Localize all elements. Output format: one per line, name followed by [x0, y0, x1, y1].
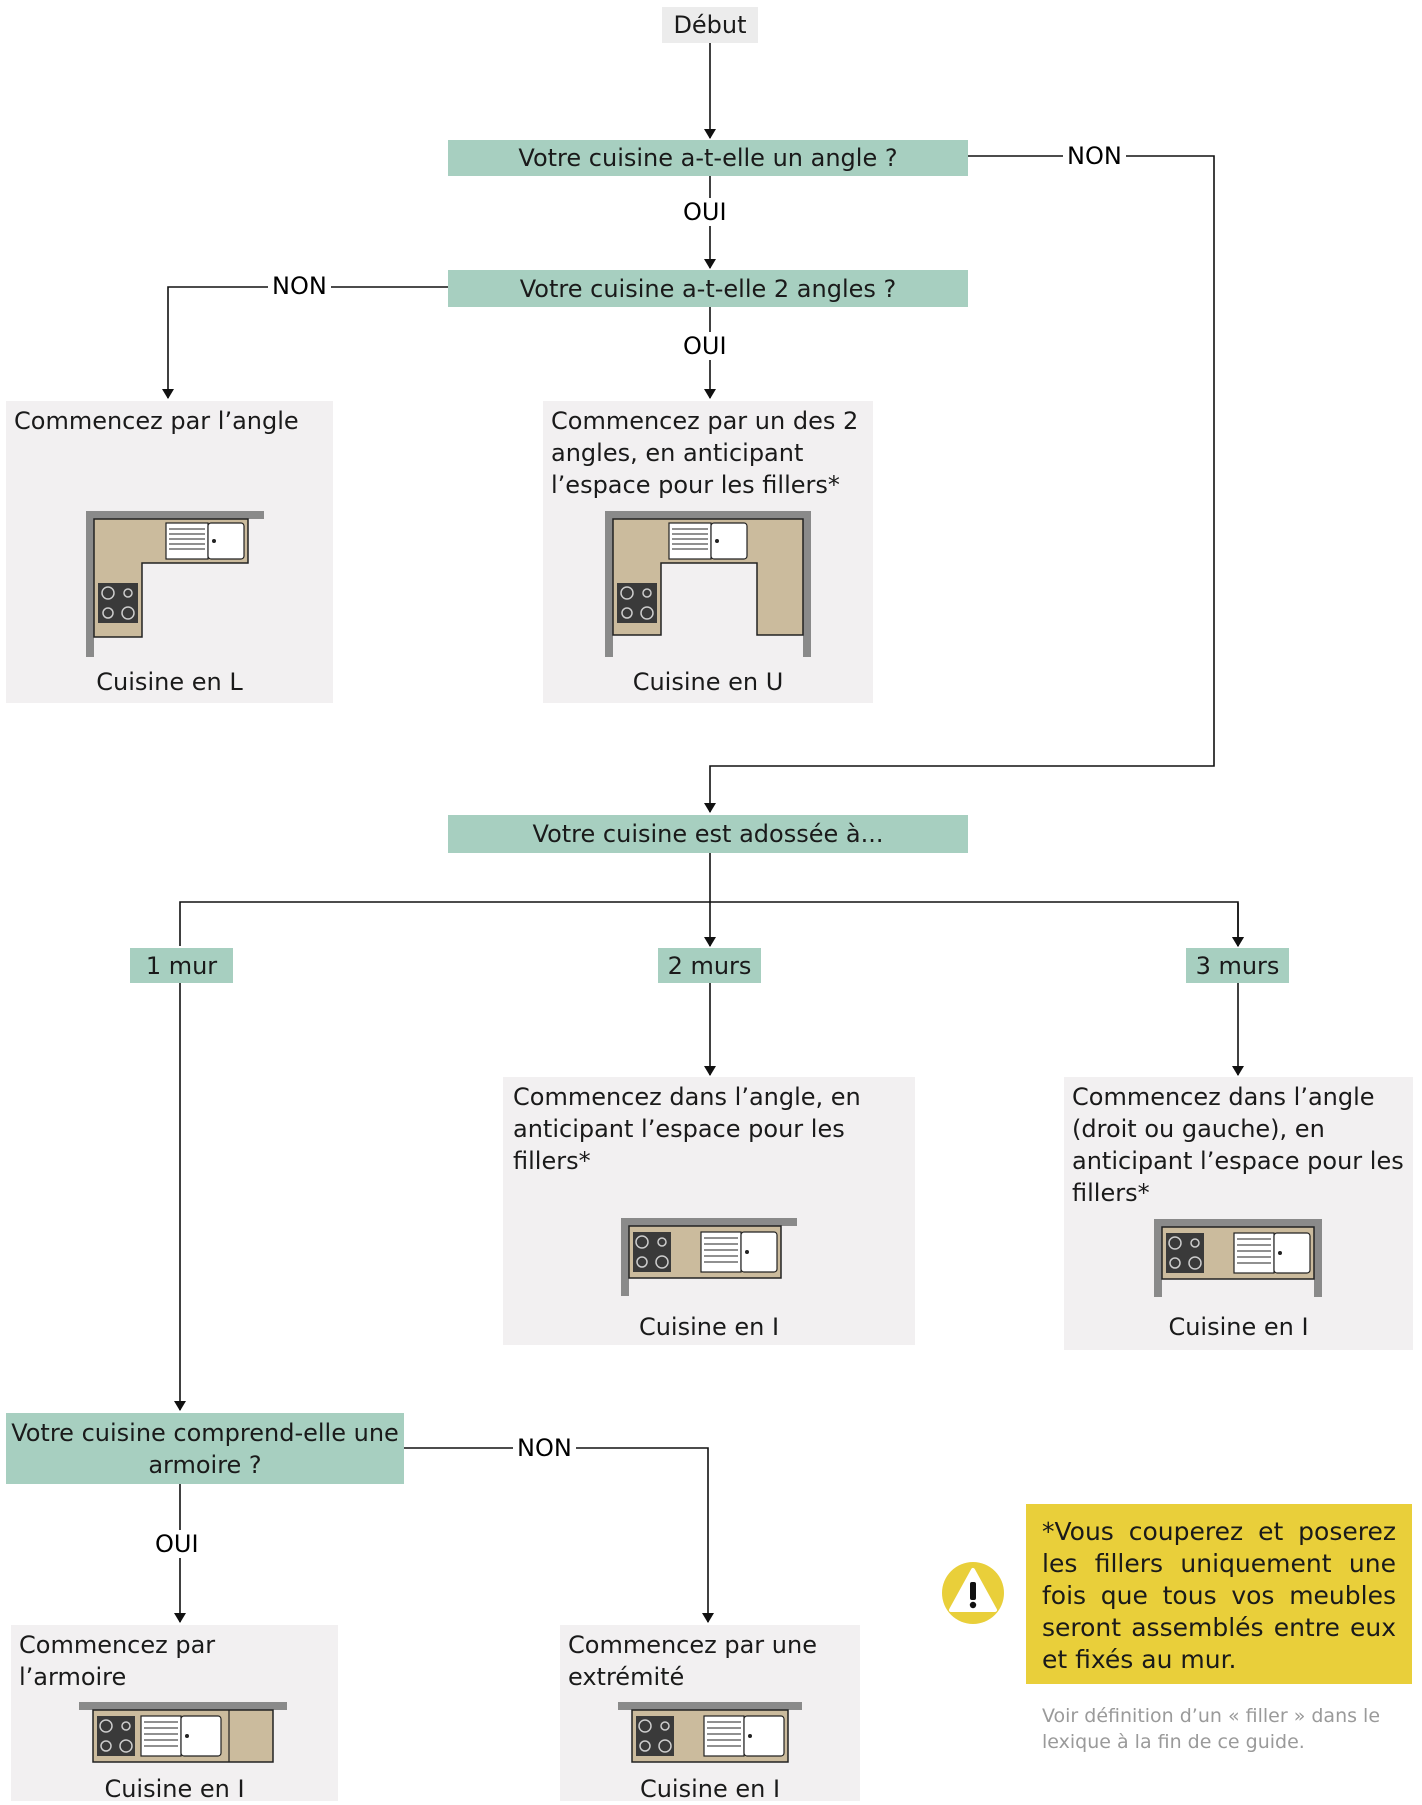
start-node: Début	[662, 7, 758, 43]
card-two-walls-text: Commencez dans l’angle, en anticipant l’…	[513, 1083, 861, 1175]
arrow-q3-branches	[179, 901, 1244, 947]
option-one-wall: 1 mur	[130, 948, 233, 983]
question-adossee: Votre cuisine est adossée à...	[448, 815, 968, 853]
label-no-q2: NON	[268, 272, 331, 300]
card-armoire-text: Commencez par l’armoire	[19, 1631, 216, 1691]
label-yes-q1: OUI	[679, 198, 731, 226]
card-two-angles-caption: Cuisine en U	[632, 668, 784, 696]
label-yes-q4: OUI	[151, 1530, 203, 1558]
kitchen-i-plan-extremite	[618, 1702, 802, 1763]
option-two-walls: 2 murs	[658, 948, 761, 983]
arrow-q4-no	[404, 1447, 714, 1623]
card-armoire: Commencez par l’armoire Cuisine en I	[11, 1625, 338, 1803]
question-one-angle: Votre cuisine a-t-elle un angle ?	[448, 140, 968, 176]
option-three-walls: 3 murs	[1186, 948, 1289, 983]
filler-footnote: Voir définition d’un « filler » dans le …	[1042, 1705, 1381, 1753]
card-armoire-caption: Cuisine en I	[104, 1775, 245, 1803]
card-three-walls-text: Commencez dans l’angle (droit ou gauche)…	[1072, 1083, 1404, 1207]
label-no-q1: NON	[1063, 142, 1126, 170]
kitchen-i-plan-armoire	[79, 1702, 287, 1763]
label-yes-q2: OUI	[679, 332, 731, 360]
kitchen-i-plan-three-walls	[1154, 1219, 1322, 1297]
question-armoire: Votre cuisine comprend-elle une armoire …	[6, 1413, 404, 1484]
card-two-walls-caption: Cuisine en I	[638, 1313, 780, 1341]
arrow-q2-no	[162, 286, 448, 399]
question-two-angles: Votre cuisine a-t-elle 2 angles ?	[448, 270, 968, 307]
card-angle-text: Commencez par l’angle	[14, 407, 299, 435]
card-two-angles-text: Commencez par un des 2 angles, en antici…	[551, 407, 859, 499]
card-two-angles: Commencez par un des 2 angles, en antici…	[543, 401, 873, 703]
card-three-walls: Commencez dans l’angle (droit ou gauche)…	[1064, 1077, 1413, 1350]
kitchen-i-plan-two-walls	[621, 1218, 797, 1296]
card-extremite-caption: Cuisine en I	[639, 1775, 781, 1803]
kitchen-u-plan	[605, 511, 811, 657]
fillers-note: *Vous couperez et poserez les fillers un…	[1026, 1504, 1412, 1684]
warning-icon	[942, 1562, 1004, 1624]
card-three-walls-caption: Cuisine en I	[1168, 1313, 1309, 1341]
card-angle: Commencez par l’angle Cuisine en L	[6, 401, 333, 703]
card-extremite-text: Commencez par une extrémité	[568, 1631, 817, 1691]
label-no-q4: NON	[513, 1434, 576, 1462]
card-angle-caption: Cuisine en L	[96, 668, 243, 696]
card-extremite: Commencez par une extrémité Cuisine en I	[560, 1625, 860, 1803]
kitchen-l-plan	[86, 511, 264, 657]
card-two-walls: Commencez dans l’angle, en anticipant l’…	[503, 1077, 915, 1345]
